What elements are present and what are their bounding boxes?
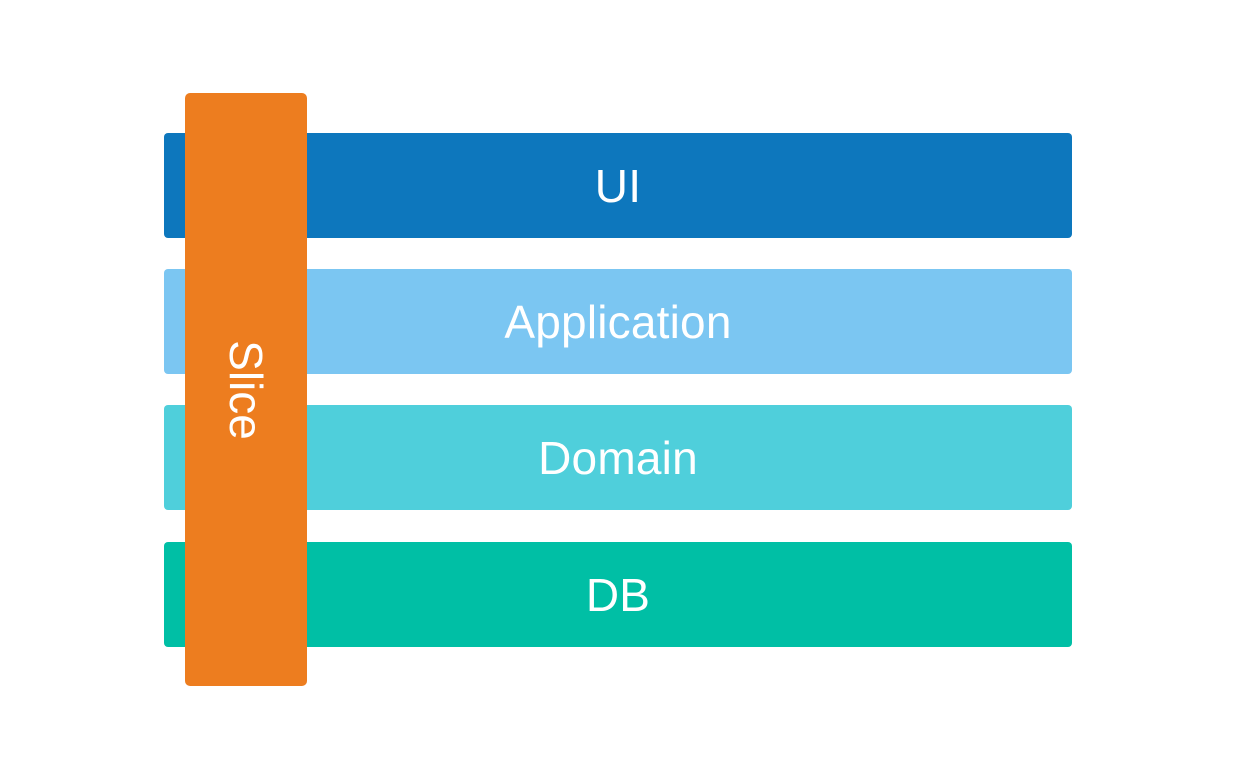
layer-bar-domain[interactable]: Domain bbox=[164, 405, 1072, 510]
layer-label-domain: Domain bbox=[538, 431, 698, 484]
layer-label-ui: UI bbox=[594, 159, 642, 212]
layer-label-db: DB bbox=[585, 568, 651, 621]
layer-bar-db[interactable]: DB bbox=[164, 542, 1072, 647]
vertical-slice-bar[interactable]: Slice bbox=[185, 93, 307, 686]
layer-label-application: Application bbox=[504, 295, 732, 348]
layer-bar-ui[interactable]: UI bbox=[164, 133, 1072, 238]
layer-bar-application[interactable]: Application bbox=[164, 269, 1072, 374]
vertical-slice-label: Slice bbox=[220, 339, 272, 440]
